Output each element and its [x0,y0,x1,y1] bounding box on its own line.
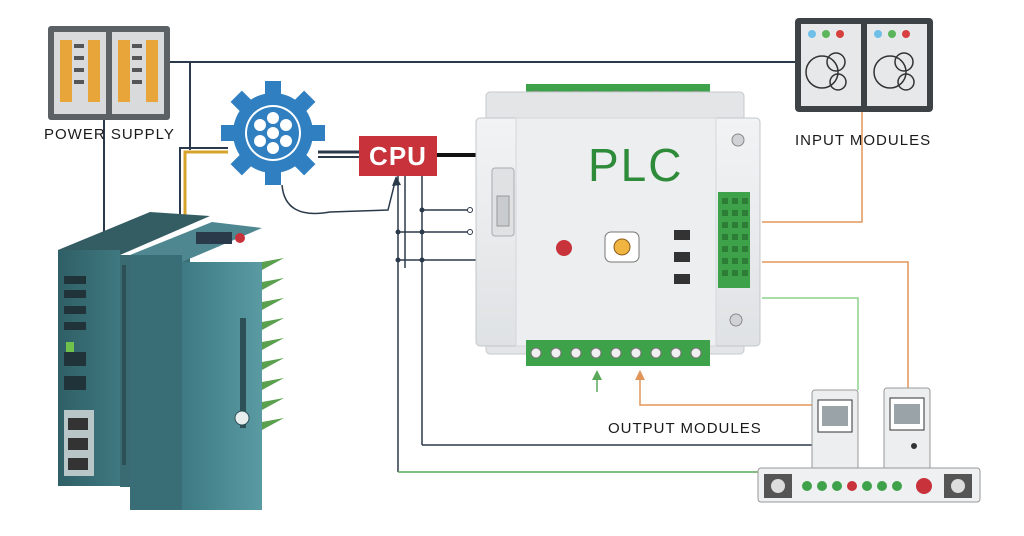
gear-icon [221,81,325,185]
input-modules-label: INPUT MODULES [795,132,932,149]
wires [103,61,909,473]
input-module-icon [795,18,933,112]
power-supply-icon [48,26,170,120]
power-supply-label: POWER SUPPLY [44,126,175,143]
output-module-icon [811,387,931,471]
output-modules-label: OUTPUT MODULES [608,420,762,437]
plc-title: PLC [588,139,684,191]
server-unit-icon [58,212,284,510]
cpu-label: CPU [359,136,437,176]
relay-rail-icon [757,467,981,503]
plc-unit [475,84,761,366]
